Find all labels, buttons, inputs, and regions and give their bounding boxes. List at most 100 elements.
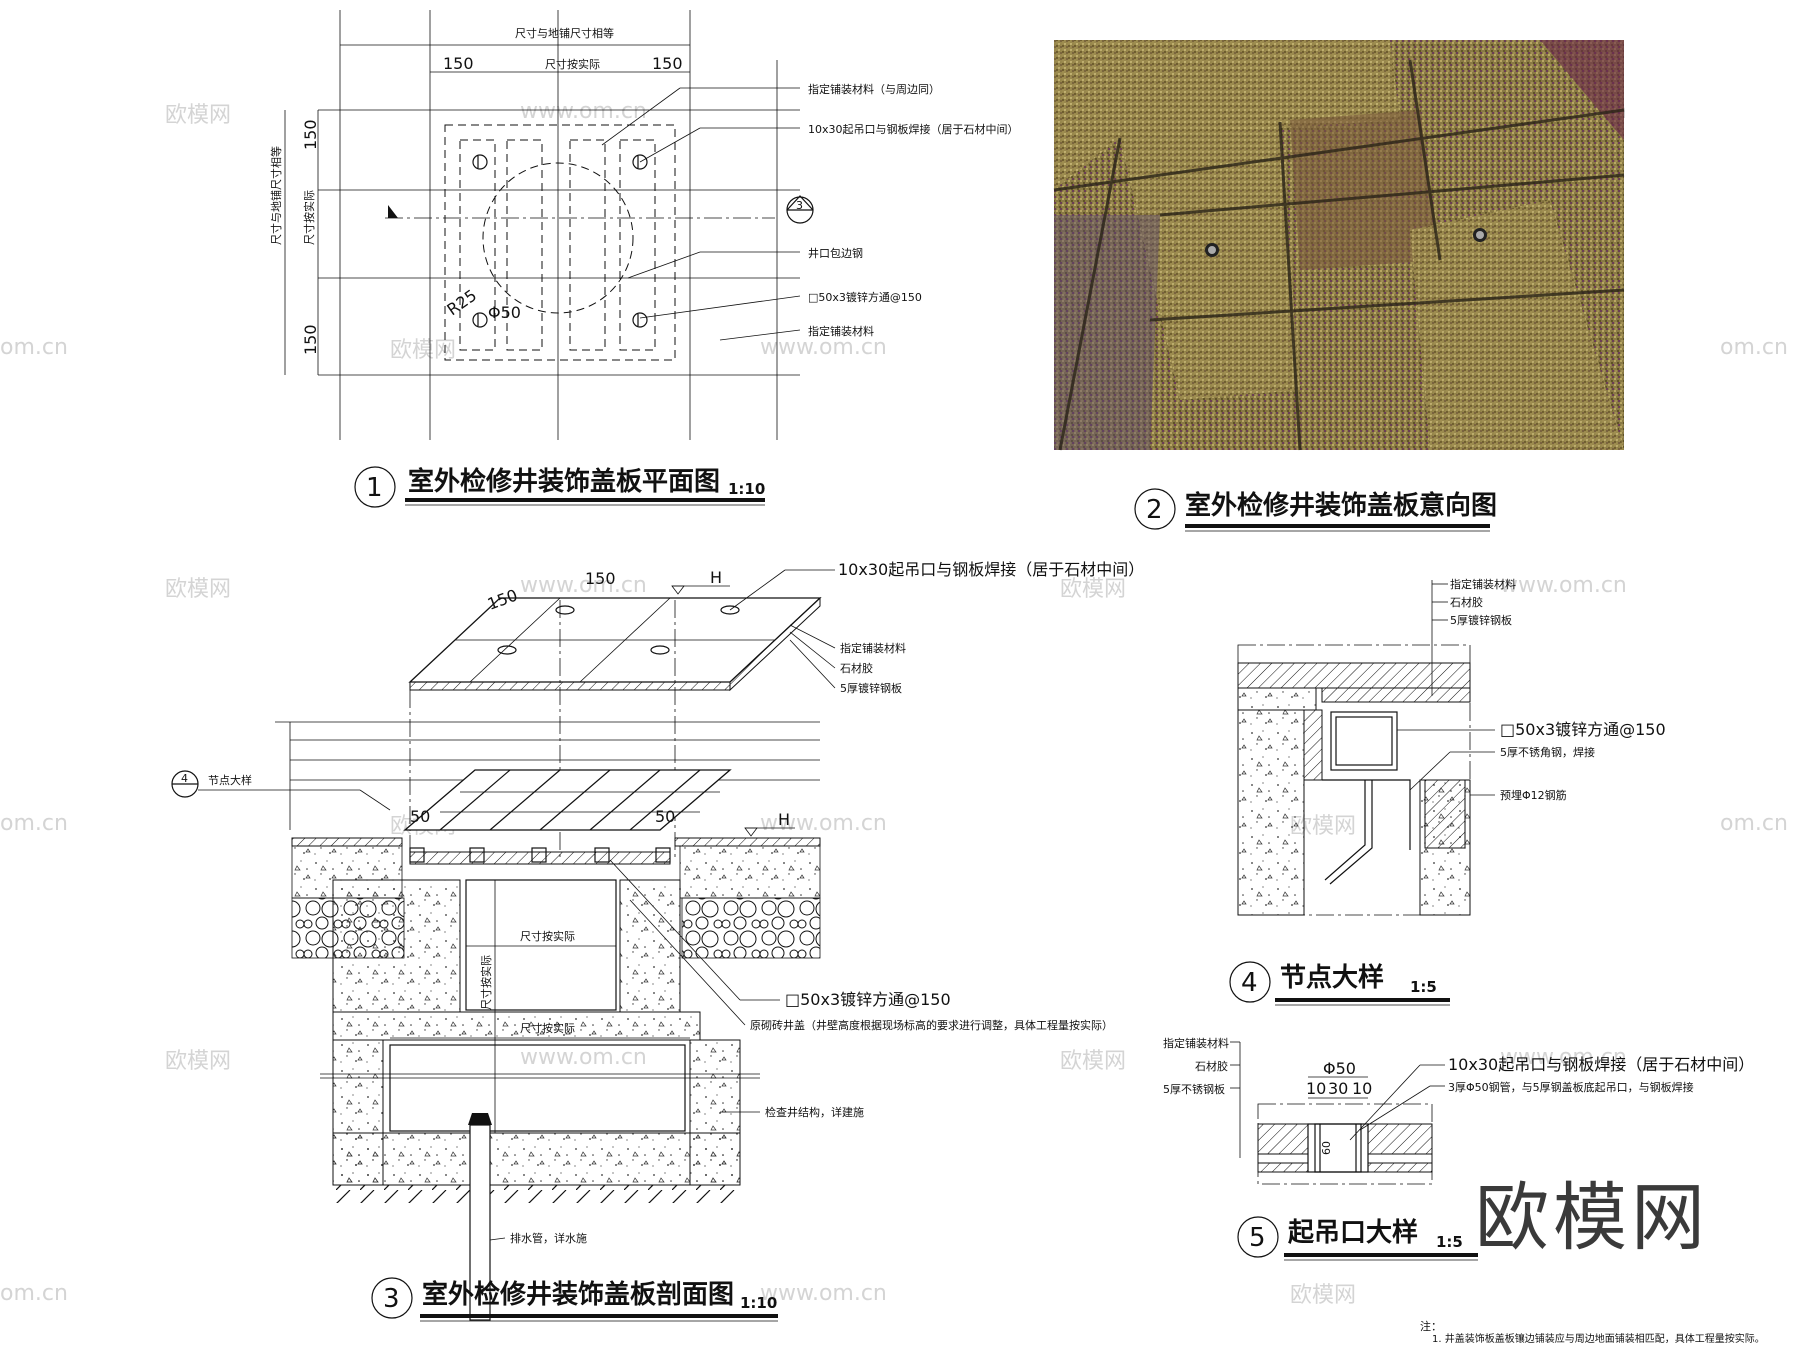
lifting-hole-icon bbox=[1205, 243, 1219, 257]
callout-glue: 石材胶 bbox=[1450, 595, 1483, 609]
watermark-brand: 欧模网 bbox=[165, 1049, 231, 1074]
lifting-hole-icon bbox=[1473, 228, 1487, 242]
detail-1-title: 室外检修井装饰盖板平面图 bbox=[408, 466, 720, 497]
svg-text:4: 4 bbox=[181, 772, 188, 785]
node-ref-text: 节点大样 bbox=[208, 773, 252, 787]
callout-paving: 指定铺装材料 bbox=[840, 641, 906, 655]
detail-4-title: 节点大样 bbox=[1280, 962, 1384, 993]
callout-paving: 指定铺装材料 bbox=[1450, 577, 1516, 591]
detail-3-scale: 1:10 bbox=[740, 1294, 777, 1312]
detail-2-title: 室外检修井装饰盖板意向图 bbox=[1185, 490, 1497, 521]
watermark-brand: 欧模网 bbox=[390, 338, 456, 363]
drain-grate-icon bbox=[468, 1113, 492, 1125]
detail-2-photo: 2 室外检修井装饰盖板意向图 bbox=[1053, 40, 1625, 532]
callout-drain-pipe: 排水管，详水施 bbox=[510, 1231, 587, 1245]
watermark-url: www.om.cn bbox=[1500, 573, 1627, 598]
detail-number-icon bbox=[371, 1277, 413, 1319]
watermark-logo: 欧模网 bbox=[1475, 1175, 1709, 1261]
dim-inner-height: 尺寸按实际 bbox=[479, 955, 493, 1010]
dim-top-left: 150 bbox=[443, 54, 474, 73]
callout-paving: 指定铺装材料（与周边同） bbox=[808, 82, 940, 96]
callout-paving-2: 指定铺装材料 bbox=[808, 324, 874, 338]
dim-left-top: 150 bbox=[301, 119, 320, 150]
node-ref-icon: 4 bbox=[171, 770, 199, 798]
lifting-slot-icon: 60 bbox=[1320, 1141, 1333, 1155]
label-steel: 5厚不锈钢板 bbox=[1163, 1082, 1225, 1096]
dim-phi-50: Φ50 bbox=[1323, 1059, 1356, 1078]
detail-number-icon bbox=[1134, 488, 1176, 530]
detail-3-title: 室外检修井装饰盖板剖面图 bbox=[422, 1279, 734, 1310]
detail-number-icon bbox=[1229, 961, 1271, 1003]
lifting-hole-icon bbox=[720, 605, 740, 615]
dim-h-1: H bbox=[710, 568, 722, 587]
dim-inner-top: 尺寸按实际 bbox=[545, 57, 600, 71]
footnote: 注： 1. 井盖装饰板盖板镶边铺装应与周边地面铺装相匹配，具体工程量按实际。 bbox=[1420, 1319, 1765, 1345]
detail-3-number: 3 bbox=[383, 1284, 400, 1314]
level-mark-icon bbox=[744, 827, 758, 837]
label-paving: 指定铺装材料 bbox=[1163, 1036, 1229, 1050]
section-arrow-icon bbox=[388, 205, 398, 218]
watermark-url: om.cn bbox=[1720, 335, 1788, 360]
watermark-brand: 欧模网 bbox=[165, 103, 231, 128]
lifting-hole-icon bbox=[555, 605, 575, 615]
callout-tube: □50x3镀锌方通@150 bbox=[1500, 720, 1666, 739]
callout-brick-well: 原砌砖井盖（井壁高度根据现场标高的要求进行调整，具体工程量按实际） bbox=[750, 1018, 1113, 1032]
dim-left-bottom: 150 bbox=[301, 324, 320, 355]
detail-4-scale: 1:5 bbox=[1410, 978, 1437, 996]
dim-overall-top: 尺寸与地铺尺寸相等 bbox=[515, 26, 614, 40]
watermark-url: www.om.cn bbox=[520, 99, 647, 124]
svg-text:3: 3 bbox=[796, 199, 803, 212]
dim-radius: R25 bbox=[443, 286, 480, 320]
callout-lifting: 10x30起吊口与钢板焊接（居于石材中间） bbox=[808, 122, 1019, 136]
dim-hole: Φ50 bbox=[488, 303, 521, 322]
detail-5-title: 起吊口大样 bbox=[1288, 1217, 1418, 1248]
detail-4-node: 指定铺装材料 石材胶 5厚镀锌钢板 □50x3镀锌方通@150 5厚不锈角钢，焊… bbox=[1229, 577, 1666, 1006]
watermark-url: www.om.cn bbox=[520, 1045, 647, 1070]
watermark-brand: 欧模网 bbox=[1060, 577, 1126, 602]
detail-5-lifting: 60 Φ50 10 30 10 指定铺装材料 石材胶 5厚不锈钢板 10x30起… bbox=[1163, 1036, 1754, 1261]
watermark-url: www.om.cn bbox=[760, 1281, 887, 1306]
detail-2-number: 2 bbox=[1146, 495, 1163, 525]
detail-3-section: 150 150 H 50 50 H bbox=[171, 560, 1144, 1322]
dim-50-a: 50 bbox=[410, 807, 430, 826]
label-glue: 石材胶 bbox=[1195, 1059, 1228, 1073]
dim-top-right: 150 bbox=[652, 54, 683, 73]
callout-steel-plate: 5厚镀锌钢板 bbox=[840, 681, 902, 695]
watermark-url: www.om.cn bbox=[1500, 1045, 1627, 1070]
callout-edge: 井口包边钢 bbox=[808, 246, 863, 260]
dim-inner-width-2: 尺寸按实际 bbox=[520, 1021, 575, 1035]
dim-overall-left: 尺寸与地铺尺寸相等 bbox=[269, 146, 283, 245]
callout-glue: 石材胶 bbox=[840, 661, 873, 675]
callout-tube: □50x3镀锌方通@150 bbox=[808, 290, 922, 304]
detail-number-icon bbox=[354, 466, 396, 508]
lifting-hole-icon bbox=[472, 154, 488, 170]
watermark-brand: 欧模网 bbox=[165, 577, 231, 602]
watermark-url: om.cn bbox=[0, 335, 68, 360]
lifting-hole-icon bbox=[650, 645, 670, 655]
watermark-url: www.om.cn bbox=[760, 335, 887, 360]
callout-lifting: 10x30起吊口与钢板焊接（居于石材中间） bbox=[1448, 1055, 1754, 1074]
callout-structure: 检查井结构，详建施 bbox=[765, 1105, 864, 1119]
dim-150-a: 150 bbox=[585, 569, 616, 588]
footnote-prefix: 注： bbox=[1420, 1319, 1442, 1333]
callout-angle-steel: 5厚不锈角钢，焊接 bbox=[1500, 745, 1595, 759]
callout-tube: □50x3镀锌方通@150 bbox=[785, 990, 951, 1009]
watermark-url: om.cn bbox=[1720, 811, 1788, 836]
watermark-url: www.om.cn bbox=[520, 573, 647, 598]
callout-rebar: 预埋Φ12钢筋 bbox=[1500, 788, 1567, 802]
rebar-icon bbox=[1324, 780, 1366, 881]
watermark-brand: 欧模网 bbox=[1060, 1049, 1126, 1074]
lifting-hole-icon bbox=[497, 645, 517, 655]
detail-number-icon bbox=[1237, 1216, 1279, 1258]
dim-50-b: 50 bbox=[655, 807, 675, 826]
dim-h-2: H bbox=[778, 810, 790, 829]
lifting-hole-icon bbox=[632, 312, 648, 328]
level-mark-icon bbox=[671, 585, 685, 595]
lifting-hole-icon bbox=[472, 312, 488, 328]
detail-4-number: 4 bbox=[1241, 968, 1258, 998]
dim-10-b: 10 bbox=[1352, 1079, 1372, 1098]
watermark-brand: 欧模网 bbox=[1290, 1283, 1356, 1308]
section-mark-icon: 3 bbox=[786, 195, 814, 224]
detail-1-plan: 尺寸与地铺尺寸相等 尺寸按实际 150 150 尺寸与地铺尺寸相等 尺寸按实际 … bbox=[269, 10, 1019, 508]
